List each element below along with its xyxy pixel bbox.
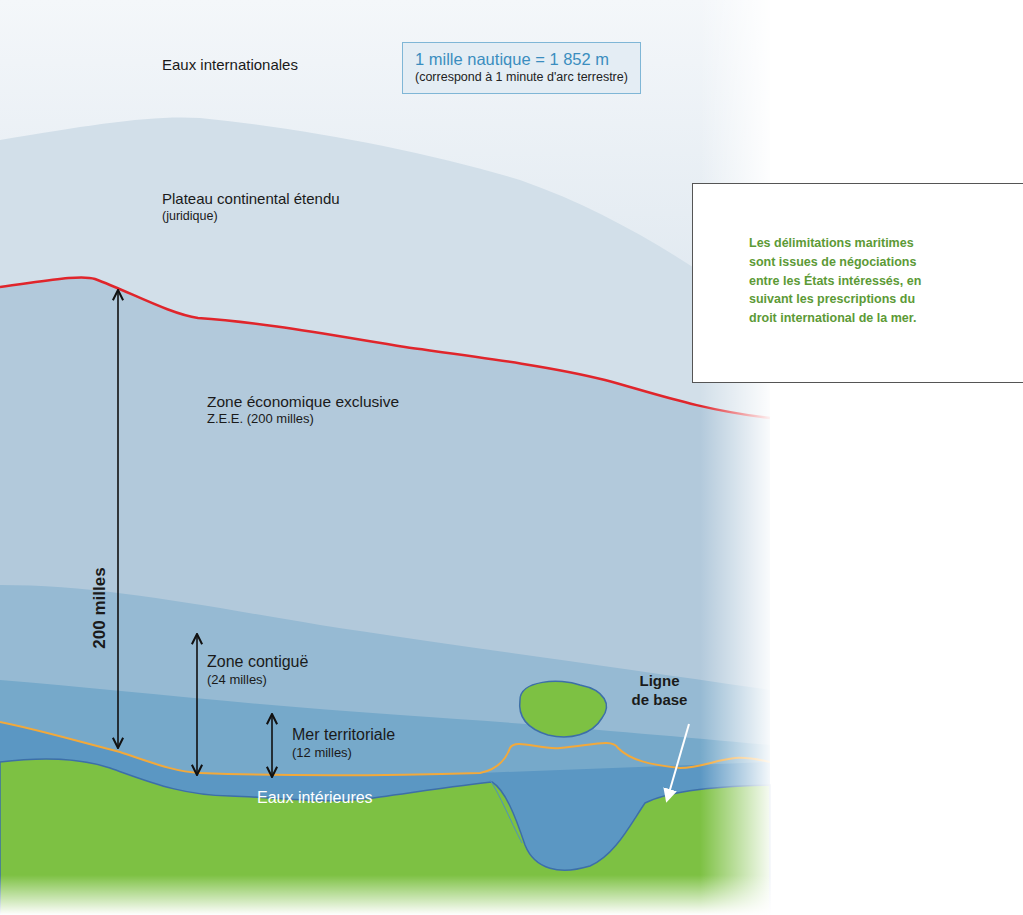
zone-band-label: Eaux intérieures xyxy=(257,788,373,808)
dimension-arrow xyxy=(196,634,198,775)
zone-detail: (24 milles) xyxy=(207,672,308,688)
zone-band-label: Zone économique exclusiveZ.E.E. (200 mil… xyxy=(207,392,399,428)
zone-detail: (12 milles) xyxy=(292,745,395,761)
edge-fade xyxy=(700,0,775,915)
zone-detail: (juridique) xyxy=(162,209,340,225)
contiguous-zone-band xyxy=(0,585,770,915)
baseline xyxy=(0,722,770,775)
zone-name: Eaux intérieures xyxy=(257,788,373,808)
zone-name: 1 mille nautique = 1 852 m xyxy=(415,49,628,70)
dimension-label: 200 milles xyxy=(89,567,110,648)
international-waters-band xyxy=(0,0,770,915)
leader-arrow xyxy=(667,724,689,800)
edge-fade xyxy=(0,875,1023,915)
eez-band xyxy=(0,277,770,915)
zone-band-label: Mer territoriale(12 milles) xyxy=(292,725,395,761)
zone-name: Zone économique exclusive xyxy=(207,392,399,411)
zone-name: Zone contiguë xyxy=(207,652,308,672)
info-box: 1 mille nautique = 1 852 m(correspond à … xyxy=(402,42,641,94)
zone-band-label: Zone contiguë(24 milles) xyxy=(207,652,308,688)
zone-detail: Z.E.E. (200 milles) xyxy=(207,411,399,427)
baseline-label: Ligne de base xyxy=(630,672,689,710)
bay-shore xyxy=(490,780,522,843)
note-box: Les délimitations maritimes sont issues … xyxy=(692,183,1023,383)
zone-name: Eaux internationales xyxy=(162,56,298,75)
eez-limit-line xyxy=(0,277,770,418)
zone-name: Les délimitations maritimes sont issues … xyxy=(749,234,939,328)
zone-band-label: Plateau continental étendu(juridique) xyxy=(162,190,340,224)
island xyxy=(520,681,607,737)
zone-name: Plateau continental étendu xyxy=(162,190,340,209)
continental-shelf-band xyxy=(0,117,770,915)
dimension-arrow xyxy=(271,714,273,777)
zone-band-label: Eaux internationales xyxy=(162,56,298,75)
zone-detail: (correspond à 1 minute d'arc terrestre) xyxy=(415,70,628,86)
dimension-arrow xyxy=(117,290,119,748)
zone-name: Mer territoriale xyxy=(292,725,395,745)
